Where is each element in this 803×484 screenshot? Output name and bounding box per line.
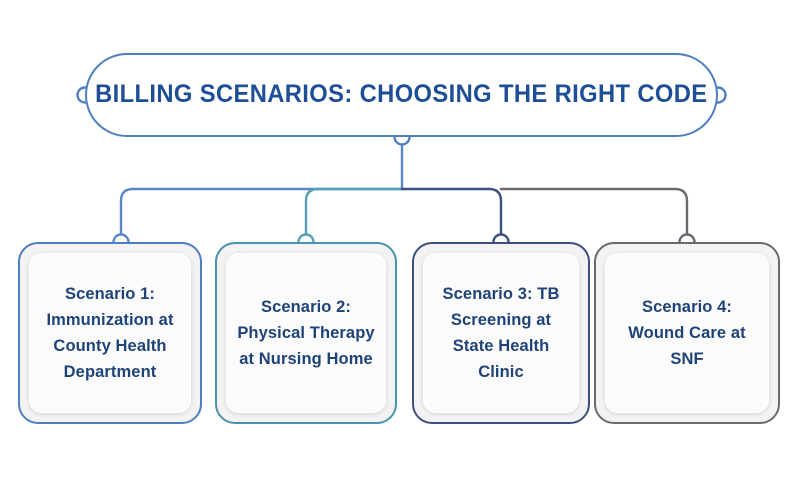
connector-branch-scenario-4 — [499, 187, 689, 243]
connector-branch-scenario-1 — [119, 187, 404, 243]
scenario-node-2[interactable]: Scenario 2: Physical Therapy at Nursing … — [215, 242, 397, 424]
scenario-node-3[interactable]: Scenario 3: TB Screening at State Health… — [412, 242, 590, 424]
scenario-inner-panel: Scenario 4: Wound Care at SNF — [605, 253, 769, 413]
scenario-inner-panel: Scenario 3: TB Screening at State Health… — [423, 253, 579, 413]
scenario-label-1: Scenario 1: Immunization at County Healt… — [46, 284, 174, 382]
connector-branch-scenario-2 — [304, 187, 404, 243]
scenario-inner-panel: Scenario 2: Physical Therapy at Nursing … — [226, 253, 386, 413]
page-title: BILLING SCENARIOS: CHOOSING THE RIGHT CO… — [95, 80, 708, 109]
scenario-node-4[interactable]: Scenario 4: Wound Care at SNF — [594, 242, 780, 424]
scenario-label-3: Scenario 3: TB Screening at State Health… — [442, 284, 560, 382]
scenario-inner-panel: Scenario 1: Immunization at County Healt… — [29, 253, 191, 413]
scenario-label-2: Scenario 2: Physical Therapy at Nursing … — [237, 297, 375, 369]
diagram-title-node[interactable]: BILLING SCENARIOS: CHOOSING THE RIGHT CO… — [85, 53, 718, 137]
connector-branch-scenario-3 — [400, 187, 503, 243]
scenario-label-4: Scenario 4: Wound Care at SNF — [628, 297, 746, 369]
scenario-node-1[interactable]: Scenario 1: Immunization at County Healt… — [18, 242, 202, 424]
